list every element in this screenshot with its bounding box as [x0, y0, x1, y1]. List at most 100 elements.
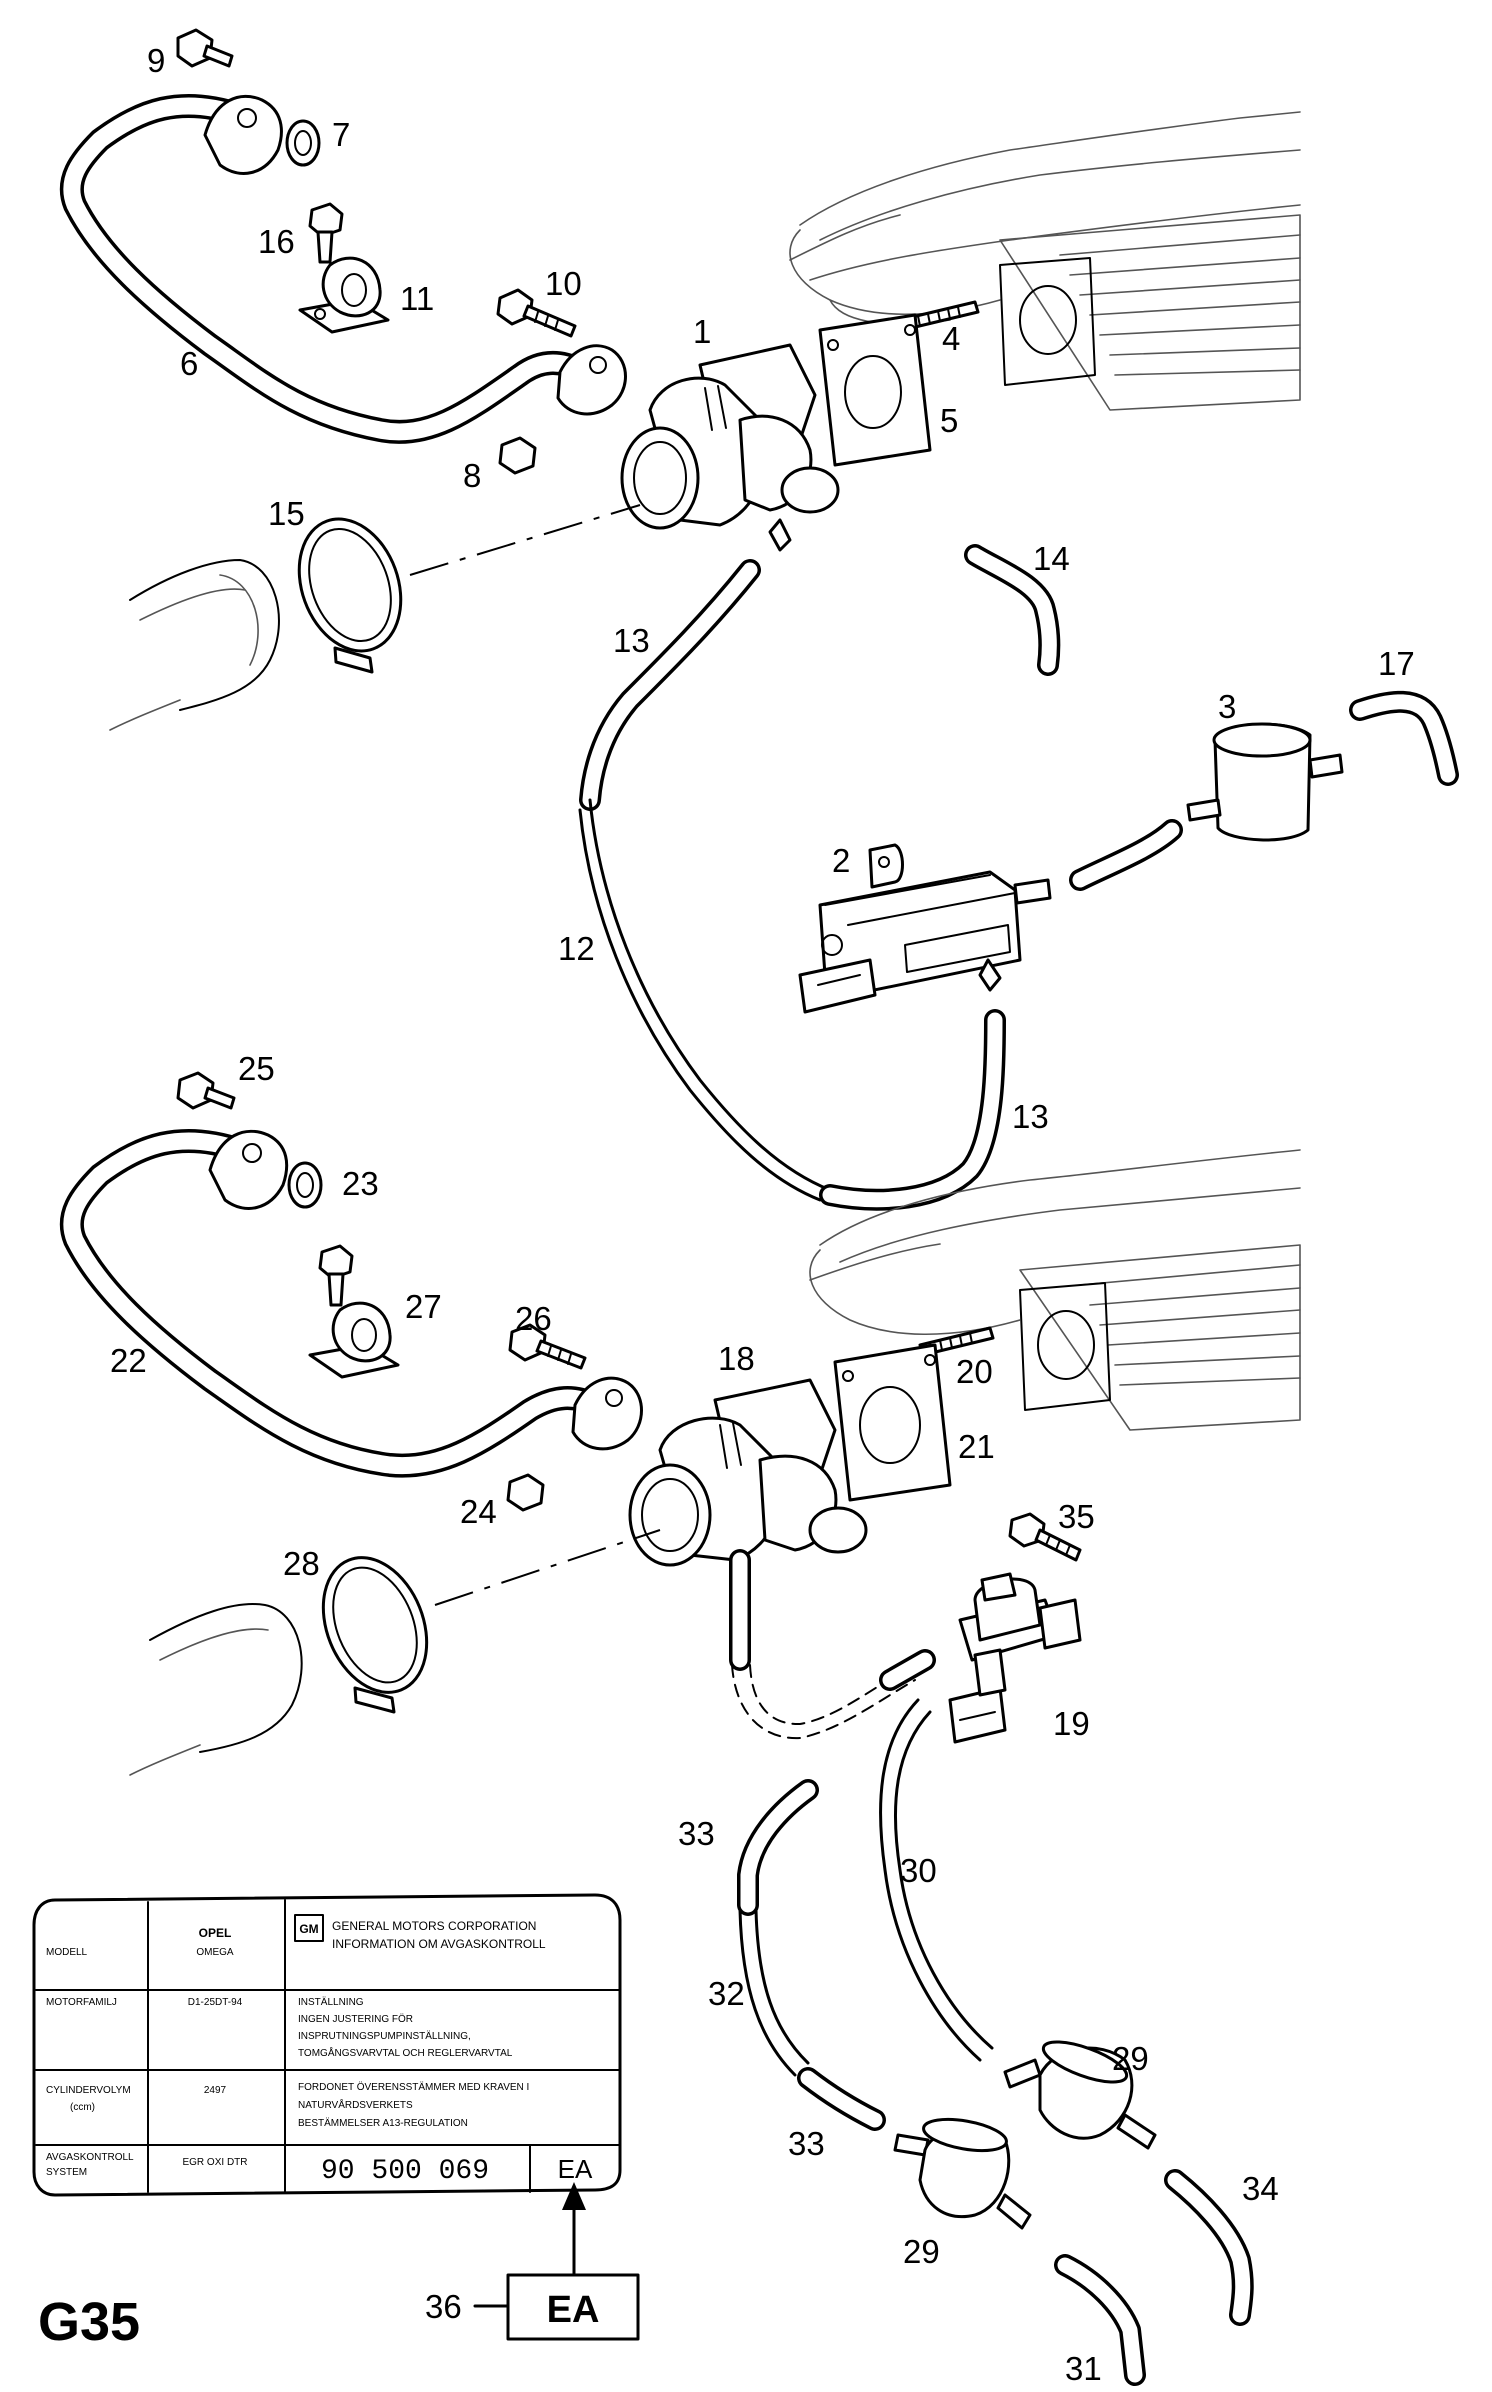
callout-numbers: 9 7 16 11 10 6 1 4 5 8 15 14 13 17 3 2 1…: [110, 42, 1415, 2387]
hose-13-upper: [579, 559, 761, 811]
callout-29-upper: 29: [1112, 2040, 1149, 2077]
callout-8: 8: [463, 457, 481, 494]
ea-pointer: EA: [473, 2182, 640, 2341]
washer-7: [285, 119, 321, 167]
emissions-label: GM MODELL OPEL OMEGA GENERAL MOTORS CORP…: [32, 1893, 622, 2197]
callout-32: 32: [708, 1975, 745, 2012]
gasket-21: [833, 1343, 952, 1502]
callout-6: 6: [180, 345, 198, 382]
hose-33-lower: [797, 2067, 886, 2131]
filter-29-lower: [893, 2117, 1032, 2230]
vacuum-hose-3-2: [1069, 819, 1183, 891]
engine-manifold-lower: [809, 1149, 1301, 1431]
callout-1: 1: [693, 313, 711, 350]
callout-16: 16: [258, 223, 295, 260]
egr-pipe-22: [59, 1128, 607, 1478]
callout-20: 20: [956, 1353, 993, 1390]
label-row2-text3: INSPRUTNINGSPUMPINSTÄLLNING,: [298, 2030, 471, 2042]
callout-34: 34: [1242, 2170, 1279, 2207]
callout-9: 9: [147, 42, 165, 79]
callout-15: 15: [268, 495, 305, 532]
label-model: OMEGA: [196, 1947, 234, 1958]
callout-3: 3: [1218, 688, 1236, 725]
callout-13-lower: 13: [1012, 1098, 1049, 1135]
callout-26: 26: [515, 1300, 552, 1337]
filter-3: [1186, 722, 1344, 842]
label-corp-line2: INFORMATION OM AVGASKONTROLL: [332, 1937, 546, 1951]
callout-12: 12: [558, 930, 595, 967]
callout-2: 2: [832, 842, 850, 879]
solenoid-valve-19: [948, 1572, 1082, 1744]
callout-5: 5: [940, 402, 958, 439]
flange-lower-6: [556, 344, 627, 416]
label-row2-text2: INGEN JUSTERING FÖR: [298, 2013, 413, 2025]
callout-28: 28: [283, 1545, 320, 1582]
callout-18: 18: [718, 1340, 755, 1377]
callout-7: 7: [332, 116, 350, 153]
hose-valve-18: [729, 1549, 936, 1740]
callout-31: 31: [1065, 2350, 1102, 2387]
label-code: EA: [558, 2154, 593, 2184]
hose-31: [1054, 2254, 1146, 2386]
callout-4: 4: [942, 320, 960, 357]
gasket-5: [818, 313, 932, 467]
egr-pipe-6: [59, 93, 592, 444]
hose-13-lower: [819, 1009, 1006, 1211]
callout-10: 10: [545, 265, 582, 302]
hose-33-upper: [737, 1779, 819, 1916]
callout-36: 36: [425, 2288, 462, 2325]
callout-33-lower: 33: [788, 2125, 825, 2162]
label-part-number: 90 500 069: [321, 2156, 489, 2187]
label-row3-text3: BESTÄMMELSER A13-REGULATION: [298, 2117, 468, 2129]
hose-clamp-15: [297, 517, 403, 674]
engine-manifold-upper: [789, 111, 1301, 411]
label-row4-val: EGR OXI DTR: [182, 2157, 247, 2168]
hose-clamp-28: [321, 1556, 429, 1714]
label-row3-key2: (ccm): [70, 2102, 95, 2113]
label-row3-val: 2497: [204, 2085, 227, 2096]
bolt-16: [308, 202, 344, 264]
label-corp-line1: GENERAL MOTORS CORPORATION: [332, 1919, 536, 1933]
callout-22: 22: [110, 1342, 147, 1379]
exhaust-pipe-lower: [129, 1529, 661, 1776]
flange-lower-22: [571, 1376, 643, 1451]
flange-upper-6: [203, 94, 283, 175]
label-gm-logo: GM: [299, 1922, 318, 1936]
ea-box-label: EA: [547, 2289, 600, 2331]
bolt-26: [508, 1323, 587, 1370]
label-row2-key: MOTORFAMILJ: [46, 1997, 117, 2008]
callout-30: 30: [900, 1852, 937, 1889]
label-row3-text2: NATURVÅRDSVERKETS: [298, 2098, 413, 2111]
hose-12: [578, 798, 832, 1202]
label-row3-text1: FORDONET ÖVERENSSTÄMMER MED KRAVEN I: [298, 2081, 529, 2093]
label-row2-val: D1-25DT-94: [188, 1997, 243, 2008]
label-row1-key: MODELL: [46, 1947, 88, 1958]
nut-24: [506, 1473, 545, 1512]
bolt-27: [318, 1244, 354, 1307]
label-row3-key1: CYLINDERVOLYM: [46, 2085, 131, 2096]
egr-valve-1: [620, 343, 840, 552]
callout-11: 11: [400, 280, 434, 317]
hose-32: [738, 1908, 810, 2077]
bolt-9: [176, 28, 234, 68]
hose-14: [964, 544, 1061, 676]
bolt-35: [1008, 1512, 1082, 1562]
page-id: G35: [38, 2292, 140, 2352]
label-row2-text4: TOMGÅNGSVARVTAL OCH REGLERVARVTAL: [298, 2046, 513, 2059]
callout-21: 21: [958, 1428, 995, 1465]
callout-27: 27: [405, 1288, 442, 1325]
callout-19: 19: [1053, 1705, 1090, 1742]
label-make: OPEL: [199, 1926, 232, 1940]
flange-upper-22: [208, 1129, 289, 1210]
callout-25: 25: [238, 1050, 275, 1087]
label-row4-key1: AVGASKONTROLL: [46, 2152, 134, 2163]
clamp-11: [298, 256, 390, 334]
clamp-27: [308, 1301, 400, 1379]
label-row2-text1: INSTÄLLNING: [298, 1996, 364, 2008]
bolt-10: [496, 288, 577, 338]
nut-8: [498, 436, 537, 475]
label-row4-key2: SYSTEM: [46, 2167, 87, 2178]
washer-23: [287, 1161, 323, 1209]
hose-30: [879, 1698, 994, 2062]
hose-17: [1349, 690, 1459, 786]
